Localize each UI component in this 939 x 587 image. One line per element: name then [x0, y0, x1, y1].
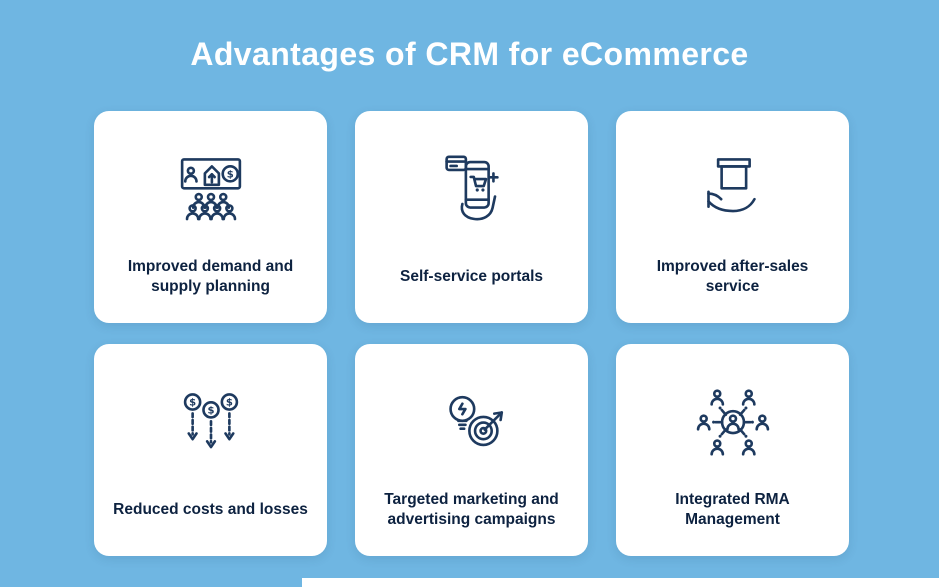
card-label: Integrated RMA Management [675, 490, 790, 528]
self-service-portals-icon [430, 145, 514, 235]
demand-supply-planning-icon [169, 145, 253, 235]
card-after-sales-service: Improved after-sales service [616, 111, 849, 323]
card-targeted-marketing: Targeted marketing and advertising campa… [355, 344, 588, 556]
card-label-wrap: Targeted marketing and advertising campa… [372, 480, 572, 540]
card-label: Improved demand and supply planning [127, 257, 294, 295]
cards-grid: Improved demand and supply planning [94, 111, 849, 556]
card-label: Reduced costs and losses [113, 500, 308, 518]
footer-strip [302, 578, 939, 587]
rma-management-icon [691, 378, 775, 468]
card-demand-supply-planning: Improved demand and supply planning [94, 111, 327, 323]
card-label-wrap: Improved demand and supply planning [111, 247, 311, 307]
reduced-costs-icon [169, 378, 253, 468]
card-reduced-costs: Reduced costs and losses [94, 344, 327, 556]
card-label: Targeted marketing and advertising campa… [384, 490, 559, 528]
after-sales-service-icon [691, 145, 775, 235]
card-rma-management: Integrated RMA Management [616, 344, 849, 556]
card-label: Improved after-sales service [656, 257, 809, 295]
page-title: Advantages of CRM for eCommerce [190, 36, 749, 72]
card-label-wrap: Improved after-sales service [633, 247, 833, 307]
targeted-marketing-icon [430, 378, 514, 468]
card-label-wrap: Integrated RMA Management [633, 480, 833, 540]
card-label: Self-service portals [399, 267, 543, 285]
card-label-wrap: Self-service portals [400, 247, 543, 307]
card-self-service-portals: Self-service portals [355, 111, 588, 323]
card-label-wrap: Reduced costs and losses [113, 480, 308, 540]
